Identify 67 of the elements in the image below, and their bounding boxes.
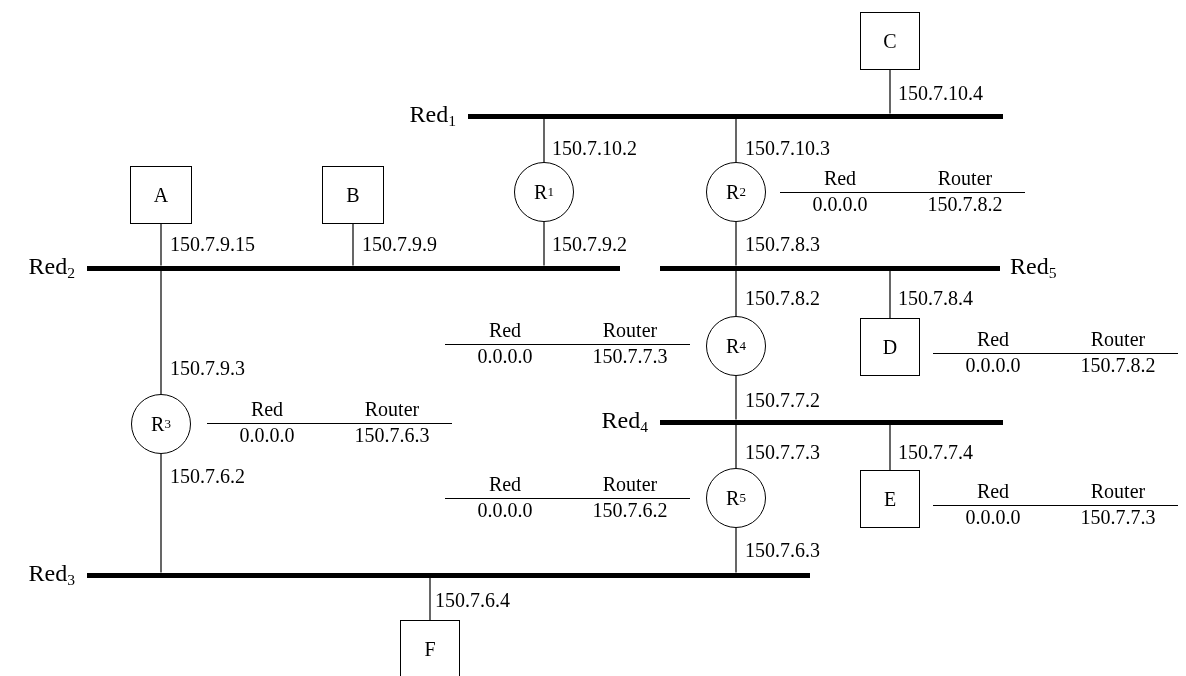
network-name: Red$_{4}$ [601, 406, 648, 435]
edge-label: 150.7.9.15 [170, 233, 255, 255]
connection-line [735, 423, 737, 469]
column-header: Red [822, 167, 858, 189]
table-value: 150.7.7.3 [591, 345, 669, 367]
host-box: B [322, 166, 384, 224]
edge-label: 150.7.10.3 [745, 137, 830, 159]
column-header: Red [487, 319, 523, 341]
table-value: 150.7.8.2 [1079, 354, 1157, 376]
column-header: Router [601, 473, 659, 495]
column-header: Red [975, 480, 1011, 502]
host-box: D [860, 318, 920, 376]
connection-line [352, 223, 354, 267]
edge-label: 150.7.6.4 [435, 589, 510, 611]
connection-line [735, 221, 737, 267]
connection-line [543, 117, 545, 163]
connection-line [889, 423, 891, 471]
table-value: 150.7.6.2 [591, 499, 669, 521]
table-value: 150.7.6.3 [353, 424, 431, 446]
connection-line [735, 527, 737, 574]
column-header: Red [487, 473, 523, 495]
host-box: E [860, 470, 920, 528]
network-name: Red$_{3}$ [28, 559, 75, 588]
column-header: Red [975, 328, 1011, 350]
table-value: 150.7.7.3 [1079, 506, 1157, 528]
column-header: Router [936, 167, 994, 189]
column-header: Router [1089, 480, 1147, 502]
edge-label: 150.7.7.2 [745, 389, 820, 411]
table-value: 0.0.0.0 [811, 193, 869, 215]
table-value: 0.0.0.0 [238, 424, 296, 446]
edge-label: 150.7.8.3 [745, 233, 820, 255]
connection-line [543, 221, 545, 267]
host-box: A [130, 166, 192, 224]
column-header: Router [601, 319, 659, 341]
network-name: Red$_{1}$ [409, 100, 456, 129]
connection-line [735, 117, 737, 163]
column-header: Router [363, 398, 421, 420]
connection-line [889, 269, 891, 319]
connection-line [160, 269, 162, 395]
edge-label: 150.7.6.2 [170, 465, 245, 487]
table-value: 0.0.0.0 [964, 506, 1022, 528]
column-header: Red [249, 398, 285, 420]
edge-label: 150.7.10.4 [898, 82, 983, 104]
edge-label: 150.7.9.2 [552, 233, 627, 255]
edge-label: 150.7.8.2 [745, 287, 820, 309]
edge-label: 150.7.10.2 [552, 137, 637, 159]
table-value: 0.0.0.0 [476, 499, 534, 521]
connection-line [429, 576, 431, 621]
edge-label: 150.7.8.4 [898, 287, 973, 309]
column-header: Router [1089, 328, 1147, 350]
table-value: 0.0.0.0 [476, 345, 534, 367]
edge-label: 150.7.7.3 [745, 441, 820, 463]
edge-label: 150.7.9.9 [362, 233, 437, 255]
table-value: 0.0.0.0 [964, 354, 1022, 376]
edge-label: 150.7.7.4 [898, 441, 973, 463]
network-name: Red$_{5}$ [1010, 252, 1057, 281]
edge-label: 150.7.9.3 [170, 357, 245, 379]
network-name: Red$_{2}$ [28, 252, 75, 281]
connection-line [160, 223, 162, 267]
table-value: 150.7.8.2 [926, 193, 1004, 215]
connection-line [735, 375, 737, 421]
connection-line [889, 69, 891, 115]
host-box: C [860, 12, 920, 70]
host-box: F [400, 620, 460, 676]
edge-label: 150.7.6.3 [745, 539, 820, 561]
connection-line [160, 453, 162, 574]
connection-line [735, 269, 737, 317]
